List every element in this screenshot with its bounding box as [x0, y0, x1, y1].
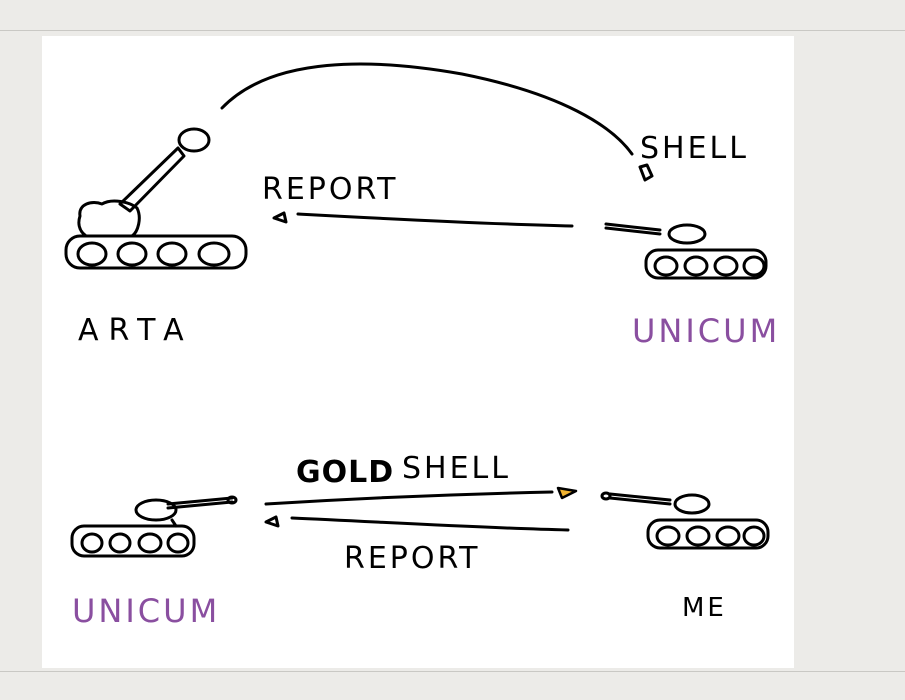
gold-shell-trajectory: [264, 490, 554, 506]
bottom-toolbar: [0, 671, 905, 700]
label-unicum-bottom: UNICUM: [72, 592, 220, 630]
label-report-top: REPORT: [262, 172, 399, 207]
top-toolbar: [0, 0, 905, 31]
shell-trajectory-arc: [220, 62, 634, 156]
label-unicum-top: UNICUM: [632, 312, 780, 350]
label-shell-top: SHELL: [640, 131, 749, 166]
gold-shell-icon: [556, 486, 578, 500]
report-arrow-icon: [290, 516, 570, 532]
artillery-tank-icon: [64, 127, 248, 270]
comic-drawing: SHELL REPORT ARTA UNICUM: [64, 62, 780, 630]
label-arta: ARTA: [78, 313, 194, 348]
report-arrow-icon: [296, 212, 574, 228]
player-tank-icon: [600, 491, 770, 550]
drawing-canvas: SHELL REPORT ARTA UNICUM: [42, 36, 794, 668]
label-gold: GOLD: [296, 455, 394, 490]
label-shell-bottom: SHELL: [402, 451, 511, 486]
label-report-bottom: REPORT: [344, 541, 481, 576]
unicum-tank-icon: [604, 222, 768, 280]
unicum-tank-icon: [70, 495, 238, 558]
shell-icon: [638, 163, 654, 182]
label-me: ME: [682, 593, 727, 623]
